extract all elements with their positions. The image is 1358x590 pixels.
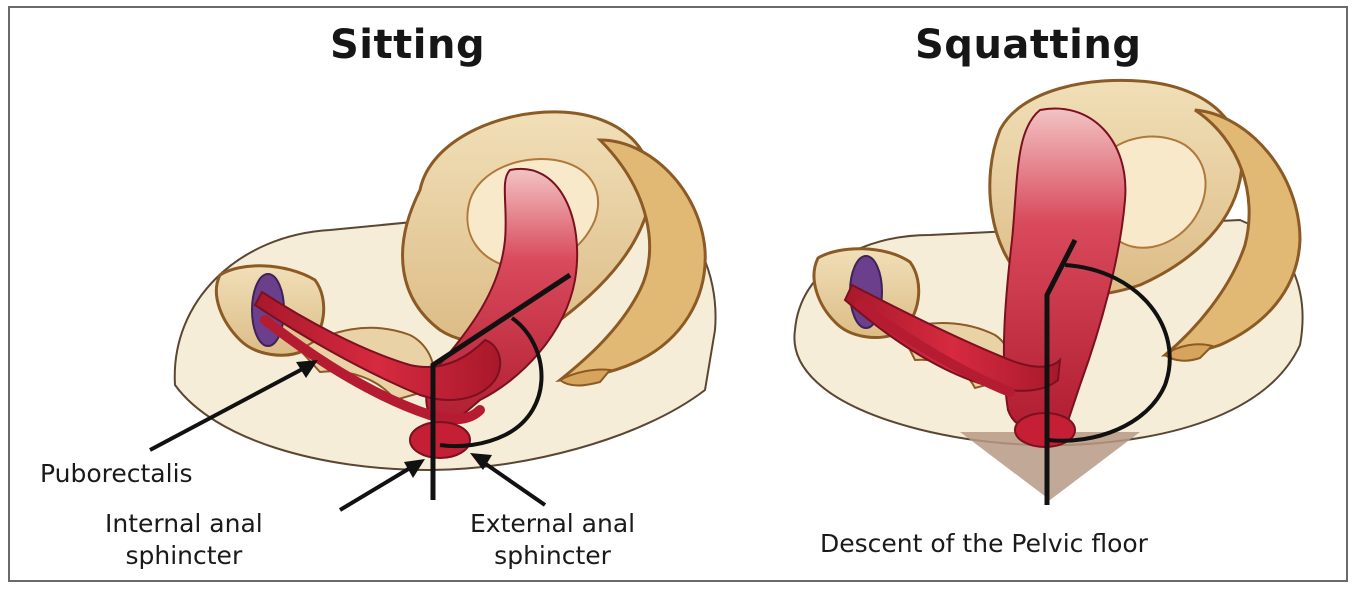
sitting-sphincter <box>410 422 470 458</box>
external-sphincter-arrow <box>480 460 545 505</box>
sitting-illustration <box>175 112 716 500</box>
external-sphincter-label-line2: sphincter <box>470 540 635 572</box>
sitting-title: Sitting <box>330 22 485 68</box>
internal-sphincter-label: Internal anal sphincter <box>105 508 263 572</box>
squatting-title: Squatting <box>915 22 1141 68</box>
internal-sphincter-label-line2: sphincter <box>105 540 263 572</box>
squatting-illustration <box>794 80 1302 505</box>
puborectalis-label: Puborectalis <box>40 458 193 490</box>
external-sphincter-label-line1: External anal <box>470 508 635 540</box>
external-sphincter-label: External anal sphincter <box>470 508 635 572</box>
internal-sphincter-arrow <box>340 465 415 510</box>
pelvic-floor-descent-label: Descent of the Pelvic floor <box>820 528 1148 560</box>
internal-sphincter-label-line1: Internal anal <box>105 508 263 540</box>
